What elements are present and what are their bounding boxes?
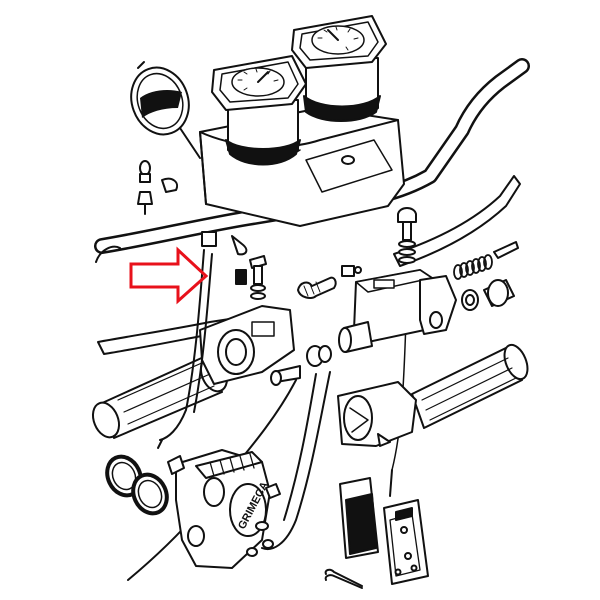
rear-view-mirror	[130, 61, 201, 159]
piston-spring-set	[453, 241, 519, 311]
banjo-bolts	[235, 207, 417, 386]
throttle-cable	[157, 231, 248, 449]
split-pin	[324, 568, 363, 589]
master-cylinder	[297, 265, 457, 367]
front-brake-lever	[393, 175, 521, 267]
speedometer-gauge	[211, 55, 307, 166]
left-twist-grip	[91, 305, 295, 439]
caliper-seal-rings	[105, 454, 169, 516]
brake-caliper: GRIMECA	[167, 449, 281, 569]
indicator-bulb	[137, 160, 178, 215]
tachometer-gauge	[291, 15, 387, 122]
right-twist-grip	[337, 343, 529, 447]
brake-pads	[339, 477, 429, 585]
pointer-arrow	[129, 246, 209, 305]
